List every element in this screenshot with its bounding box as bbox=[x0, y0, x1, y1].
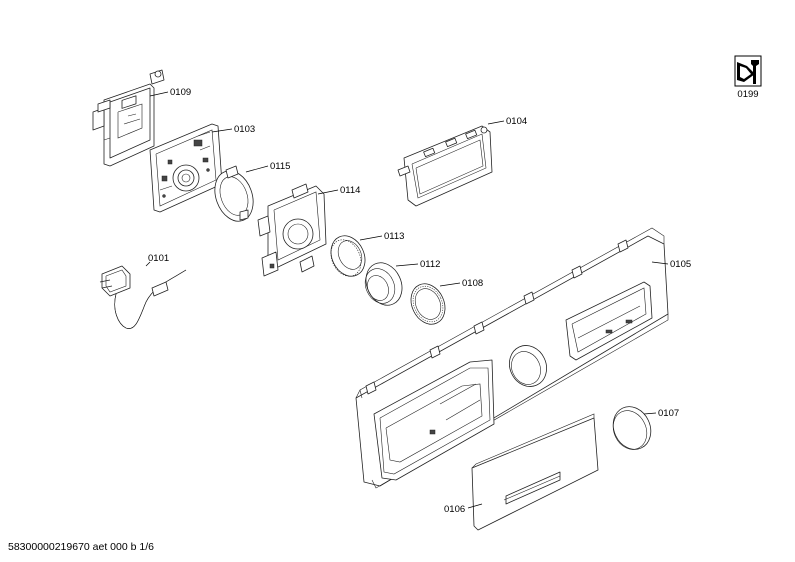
leader-0103 bbox=[211, 128, 233, 133]
leader-0115 bbox=[245, 165, 269, 173]
leader-0101 bbox=[145, 261, 151, 267]
leader-0106 bbox=[467, 503, 483, 509]
part-0109-bracket bbox=[92, 69, 165, 167]
leader-0105 bbox=[651, 261, 669, 265]
leader-0109 bbox=[149, 91, 169, 97]
label-0199: 0199 bbox=[737, 89, 759, 100]
part-0114-frame bbox=[257, 183, 327, 277]
label-0108: 0108 bbox=[462, 278, 483, 289]
label-0109: 0109 bbox=[170, 87, 191, 98]
leader-0104 bbox=[487, 120, 505, 125]
label-0103: 0103 bbox=[234, 124, 255, 135]
wrench-icon bbox=[734, 55, 762, 87]
part-0106-drawer-handle bbox=[471, 413, 599, 531]
label-0113: 0113 bbox=[384, 231, 404, 242]
label-0105: 0105 bbox=[670, 259, 691, 270]
label-0101: 0101 bbox=[148, 253, 169, 264]
part-0103-pcb bbox=[149, 123, 223, 213]
leader-0113 bbox=[359, 235, 383, 241]
part-0105-fascia-panel bbox=[355, 227, 669, 489]
label-0107: 0107 bbox=[658, 408, 679, 419]
label-0104: 0104 bbox=[506, 116, 527, 127]
part-0113-knob-ring bbox=[330, 235, 366, 277]
label-0112: 0112 bbox=[420, 259, 440, 270]
part-0115-ring bbox=[214, 165, 254, 222]
leader-0108 bbox=[439, 282, 461, 287]
leader-0114 bbox=[317, 189, 339, 195]
part-0101-power-cable bbox=[99, 265, 187, 329]
part-0108-decor-ring bbox=[410, 283, 446, 325]
leader-0107 bbox=[643, 412, 657, 415]
part-0107-knob-cover bbox=[612, 406, 652, 450]
leader-0112 bbox=[395, 263, 419, 267]
label-0106: 0106 bbox=[444, 504, 465, 515]
label-0115: 0115 bbox=[270, 161, 290, 172]
part-0104-display bbox=[397, 125, 493, 207]
label-0114: 0114 bbox=[340, 185, 360, 196]
document-footer: 58300000219670 aet 000 b 1/6 bbox=[8, 541, 154, 553]
part-0112-knob-cap bbox=[364, 262, 403, 306]
